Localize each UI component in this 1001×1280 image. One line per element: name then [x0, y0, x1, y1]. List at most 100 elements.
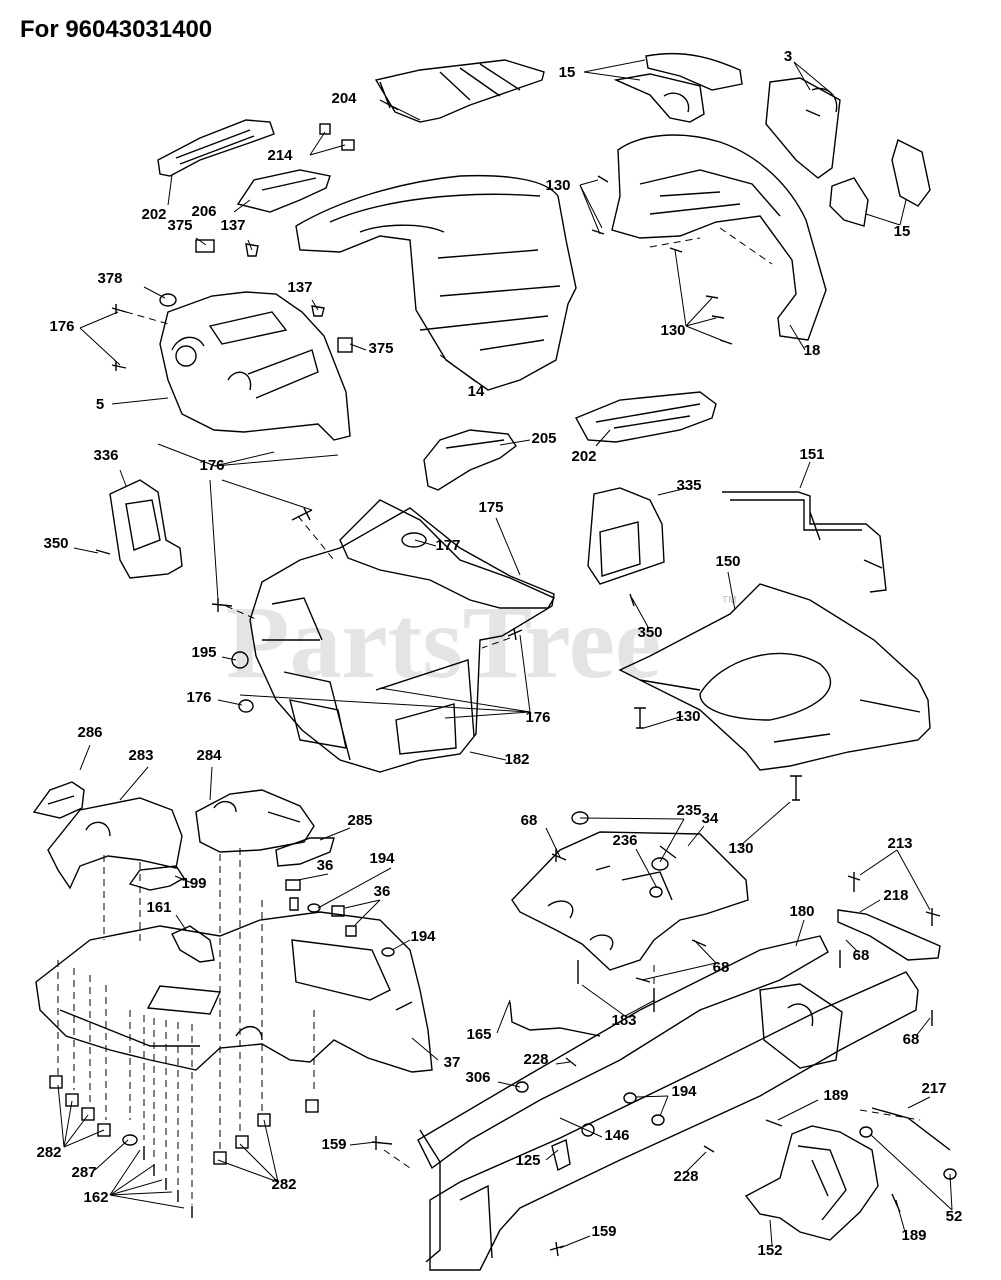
clip-part — [319, 123, 331, 135]
dash-support-detail — [262, 597, 475, 761]
callout-130: 130 — [545, 177, 570, 194]
callout-161: 161 — [146, 899, 171, 916]
callout-130: 130 — [660, 322, 685, 339]
callout-18: 18 — [804, 342, 821, 359]
callout-214: 214 — [267, 147, 293, 164]
screw-part — [507, 627, 523, 641]
callout-375: 375 — [368, 340, 393, 357]
callout-5: 5 — [96, 396, 104, 413]
page-title: For 96043031400 — [20, 16, 213, 43]
callout-176: 176 — [525, 709, 550, 726]
callout-282: 282 — [271, 1176, 296, 1193]
callout-202: 202 — [571, 448, 596, 465]
callout-130: 130 — [675, 708, 700, 725]
nut-part — [649, 886, 663, 898]
left-side-vent-part — [157, 119, 275, 177]
screw-part — [291, 507, 313, 521]
callout-194: 194 — [369, 850, 395, 867]
callout-68: 68 — [853, 947, 870, 964]
upper-parts — [111, 52, 931, 491]
callout-285: 285 — [347, 812, 372, 829]
seat-support-part — [744, 1125, 879, 1241]
right-side-vent-part — [575, 391, 717, 443]
top-vent-cover-part — [374, 59, 545, 123]
clip-part — [213, 1151, 227, 1165]
bolt-part — [790, 775, 802, 801]
callout-228: 228 — [673, 1168, 698, 1185]
callout-176: 176 — [199, 457, 224, 474]
callout-204: 204 — [331, 90, 357, 107]
callout-165: 165 — [466, 1026, 491, 1043]
callout-68: 68 — [903, 1031, 920, 1048]
heat-shield-detail — [639, 652, 921, 743]
trim-strip-part — [423, 429, 517, 491]
clip-part — [235, 1135, 249, 1149]
callout-125: 125 — [515, 1152, 540, 1169]
mount-plate-part — [511, 831, 749, 971]
callout-218: 218 — [883, 887, 908, 904]
heat-shield-part — [618, 583, 931, 771]
callout-159: 159 — [591, 1223, 616, 1240]
nut-part — [943, 1168, 957, 1180]
headlight-pod-part — [645, 52, 743, 91]
callout-15: 15 — [894, 223, 911, 240]
callout-146: 146 — [604, 1127, 629, 1144]
callout-3: 3 — [784, 48, 792, 65]
callout-199: 199 — [181, 875, 206, 892]
plug-part — [231, 651, 249, 669]
callout-130: 130 — [728, 840, 753, 857]
bolt-part — [551, 848, 707, 1012]
grommet-part — [401, 532, 427, 548]
bolt-part — [549, 1241, 565, 1257]
bushing-part — [581, 1123, 595, 1137]
seat-support-detail — [797, 1145, 847, 1221]
dash-clip-part — [311, 305, 325, 317]
clip-part — [97, 1123, 111, 1137]
callout-284: 284 — [196, 747, 222, 764]
right-side-panel-part — [587, 487, 665, 585]
screw-head-part — [238, 699, 254, 713]
hood-detail — [329, 193, 561, 351]
frame-rail-part-2 — [429, 971, 919, 1271]
link-rod-part — [509, 1001, 601, 1037]
fender-pod-part — [47, 797, 183, 890]
clip-part — [305, 1099, 319, 1113]
callout-14: 14 — [468, 383, 485, 400]
clip-part — [81, 1107, 95, 1121]
callout-52: 52 — [946, 1208, 963, 1225]
callout-306: 306 — [465, 1069, 490, 1086]
nut-part — [381, 947, 395, 957]
callout-137: 137 — [220, 217, 245, 234]
dash-console-detail — [171, 311, 319, 399]
callout-195: 195 — [191, 644, 216, 661]
callout-68: 68 — [713, 959, 730, 976]
mount-plate-part — [339, 499, 556, 609]
callout-176: 176 — [49, 318, 74, 335]
callout-283: 283 — [128, 747, 153, 764]
mount-plate-detail — [547, 845, 677, 951]
fastener-part — [565, 1057, 715, 1153]
dash-plug-part — [337, 337, 353, 353]
callout-150: 150 — [715, 553, 740, 570]
callout-68: 68 — [521, 812, 538, 829]
right-headlight-part — [891, 139, 931, 207]
bolt-part — [839, 950, 933, 1026]
screw-part — [111, 304, 127, 371]
callout-206: 206 — [191, 203, 216, 220]
callout-183: 183 — [611, 1012, 636, 1029]
nut-part — [623, 1092, 637, 1104]
fender-pod-part-2 — [195, 789, 315, 853]
guide-part — [551, 1139, 571, 1172]
callout-152: 152 — [757, 1242, 782, 1259]
callout-228: 228 — [523, 1051, 548, 1068]
side-panel-part — [109, 479, 183, 579]
callout-350: 350 — [43, 535, 68, 552]
screw-part — [211, 598, 233, 612]
callout-194: 194 — [671, 1083, 697, 1100]
callout-162: 162 — [83, 1189, 108, 1206]
nut-part — [307, 903, 321, 913]
callout-282: 282 — [36, 1144, 61, 1161]
callout-176: 176 — [186, 689, 211, 706]
watermark-trademark: TM — [722, 595, 737, 606]
